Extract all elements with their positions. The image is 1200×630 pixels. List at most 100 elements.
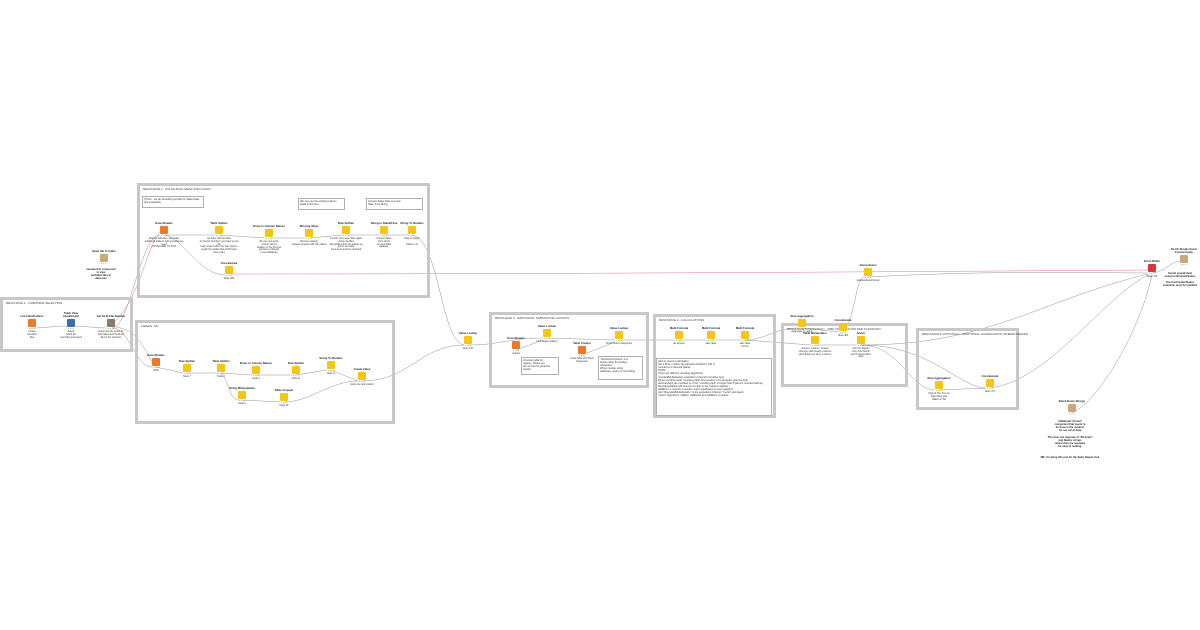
manip-node-icon[interactable] xyxy=(675,331,683,340)
node-row-splitter2-fb[interactable]: Row Splitter● ● ●Node 11 xyxy=(276,361,316,381)
node-string-to-number-fb[interactable]: String To Number● ● ●Node m xyxy=(311,356,351,376)
node-sorter-r5[interactable]: Sorter● ● ●Sort into Region first of the… xyxy=(841,331,881,359)
node-concatenate-r6[interactable]: Concatenate● ● ●Node 377 xyxy=(970,374,1010,394)
manip-node-icon[interactable] xyxy=(986,379,994,388)
node-block-down[interactable]: Block Down Strings● ● ● xyxy=(1052,399,1092,415)
meta-node-icon[interactable] xyxy=(107,319,115,328)
connection xyxy=(31,325,68,329)
node-string-to-number-r1[interactable]: String To Number● ● ●Strip to integer Or… xyxy=(392,221,432,246)
node-string-manip-fb[interactable]: String Manipulation● ● ●Node 6 xyxy=(222,386,262,406)
reader-node-icon[interactable] xyxy=(160,226,168,235)
node-status-traffic-light: ● ● ● xyxy=(578,355,586,358)
manip-node-icon[interactable] xyxy=(358,372,366,381)
manip-node-icon[interactable] xyxy=(217,364,225,373)
connection xyxy=(989,274,1149,389)
node-description: Find Product Categories xyxy=(606,342,632,346)
connection xyxy=(467,337,544,346)
node-table-lookup-r3b[interactable]: Value Lookup● ● ●Find Product Categories xyxy=(599,326,639,346)
node-row-splitter-fb[interactable]: Row Splitter● ● ●Node 7 xyxy=(167,359,207,379)
reader-node-icon[interactable] xyxy=(152,358,160,367)
node-status-traffic-light: ● ● ● xyxy=(543,338,551,341)
manip-node-icon[interactable] xyxy=(183,364,191,373)
manip-node-icon[interactable] xyxy=(811,336,819,345)
component-node-icon[interactable] xyxy=(1068,404,1076,413)
manip-node-icon[interactable] xyxy=(215,226,223,235)
manip-node-icon[interactable] xyxy=(839,323,847,332)
manip-node-icon[interactable] xyxy=(225,266,233,275)
node-table-splitter-r1[interactable]: Table Splitter● ● ●we have split the tab… xyxy=(199,221,239,255)
manip-node-icon[interactable] xyxy=(741,331,749,340)
manip-node-icon[interactable] xyxy=(857,336,865,345)
node-status-traffic-light: ● ● ● xyxy=(342,235,350,238)
reader-node-icon[interactable] xyxy=(28,319,36,328)
node-label: Joiner/Joiner xyxy=(859,263,877,267)
manip-node-icon[interactable] xyxy=(798,319,806,328)
component-node-icon[interactable] xyxy=(100,254,108,263)
open-folder-description: execute this component to view workflow … xyxy=(86,268,116,281)
writer-node-icon[interactable] xyxy=(1148,264,1156,273)
manip-node-icon[interactable] xyxy=(280,393,288,402)
manip-node-icon[interactable] xyxy=(292,366,300,375)
view-node-icon[interactable] xyxy=(67,319,75,328)
node-row-aggregation-r6[interactable]: Row Aggregation● ● ●Total of The Time by… xyxy=(919,376,959,401)
node-open-in-folder[interactable]: Open file in folder● ● ● xyxy=(84,249,124,265)
node-description: Node 2 xyxy=(217,375,225,379)
node-value-lookup[interactable]: Value Lookup● ● ●Node 331 xyxy=(448,331,488,351)
node-string-to-date-r1[interactable]: String to Date&Time● ● ●Convert dates fr… xyxy=(364,221,404,249)
node-excel-writer[interactable]: Excel Writer● ● ●Node 370 xyxy=(1132,259,1172,279)
node-csv-reader-r1[interactable]: Excel Reader● ● ●Read in data files, and… xyxy=(144,221,184,249)
reader-node-icon[interactable] xyxy=(578,346,586,355)
node-joiner-top[interactable]: Joiner/Joiner● ● ●path/sanitized/Joined xyxy=(848,263,888,283)
node-table-view[interactable]: Table View (JavaScript)● ● ●Select which… xyxy=(51,311,91,339)
node-row-aggregation-a[interactable]: Row Aggregation● ● ●Aggregate by region xyxy=(782,314,822,334)
manip-node-icon[interactable] xyxy=(615,331,623,340)
manip-node-icon[interactable] xyxy=(305,229,313,238)
node-rows-to-columns-fb[interactable]: Rows to Column Names● ● ●Node 4 xyxy=(236,361,276,381)
node-excel-report[interactable]: KLAS Simple Excel Format Apply● ● ● xyxy=(1164,247,1200,266)
connection xyxy=(155,366,184,374)
node-list-files[interactable]: List Files/Folders● ● ●Locate specified … xyxy=(12,314,52,339)
node-concatenate-r1[interactable]: Concatenate● ● ●Node 280 xyxy=(209,261,249,281)
manip-node-icon[interactable] xyxy=(342,226,350,235)
node-concatenate-a[interactable]: Concatenate● ● ●Node 381 xyxy=(823,318,863,338)
node-table-manip-r5[interactable]: Table Manipulator● ● ●reorder / rename /… xyxy=(795,331,835,356)
node-table-creator-r3[interactable]: Table Creator● ● ●Local Table of Product… xyxy=(562,341,602,364)
node-excel-reader-r3[interactable]: Excel Reader● ● ●regions xyxy=(496,336,536,356)
node-table-cropper-fb[interactable]: Table Cropper● ● ●Node 15 xyxy=(264,388,304,408)
node-column-index-fb[interactable]: Create Index● ● ●index row and product xyxy=(342,367,382,387)
node-status-traffic-light: ● ● ● xyxy=(217,373,225,376)
manip-node-icon[interactable] xyxy=(327,361,335,370)
box-title: RESOURCE 4 - CALCULATIONS xyxy=(659,318,704,322)
manip-node-icon[interactable] xyxy=(408,226,416,235)
node-table-lookup-r3a[interactable]: Value Lookup● ● ●Find Region Names xyxy=(527,324,567,344)
node-missing-value-r1[interactable]: Missing Value● ● ●Remove missing rows/se… xyxy=(289,224,329,247)
node-math-formula-3[interactable]: Math Formula● ● ●sale value incl tax xyxy=(725,326,765,349)
component-node-icon[interactable] xyxy=(1180,255,1188,264)
node-excel-reader-fb[interactable]: Excel Reader● ● ●END xyxy=(136,353,176,373)
manip-node-icon[interactable] xyxy=(864,268,872,277)
manip-node-icon[interactable] xyxy=(252,366,260,375)
node-rows-to-columns-r1[interactable]: Rows to Column Names● ● ●We use row at t… xyxy=(249,224,289,255)
manip-node-icon[interactable] xyxy=(238,391,246,400)
manip-node-icon[interactable] xyxy=(464,336,472,345)
annotation-note: "Advanced Options" in a lookup table for… xyxy=(598,356,643,380)
annotation-note: Add an amount calculation Set a Price x … xyxy=(656,358,772,416)
node-math-formula-1[interactable]: Math Formula● ● ●tax amount xyxy=(659,326,699,346)
node-table-splitter-fb[interactable]: Table Splitter● ● ●Node 2 xyxy=(201,359,241,379)
manip-node-icon[interactable] xyxy=(380,226,388,235)
flow-variable-connection xyxy=(111,231,161,325)
node-math-formula-2[interactable]: Math Formula● ● ●sale value xyxy=(691,326,731,346)
node-label: Row Splitter xyxy=(178,359,196,363)
manip-node-icon[interactable] xyxy=(707,331,715,340)
box-title: RESOURCE 1 - SALES BULK READ AND CLEAN xyxy=(143,187,211,191)
manip-node-icon[interactable] xyxy=(543,329,551,338)
node-row-splitter-r1[interactable]: Row Splitter● ● ●so don't do a regex fil… xyxy=(326,221,366,252)
node-get-sales-number[interactable]: Get SLIS File Number● ● ●Determine the p… xyxy=(91,314,131,339)
annotation-note: A lookup table for regions. Works out th… xyxy=(521,357,559,375)
node-status-traffic-light: ● ● ● xyxy=(741,340,749,343)
reader-node-icon[interactable] xyxy=(512,341,520,350)
manip-node-icon[interactable] xyxy=(935,381,943,390)
node-label: Row Aggregation xyxy=(790,314,814,318)
manip-node-icon[interactable] xyxy=(265,229,273,238)
